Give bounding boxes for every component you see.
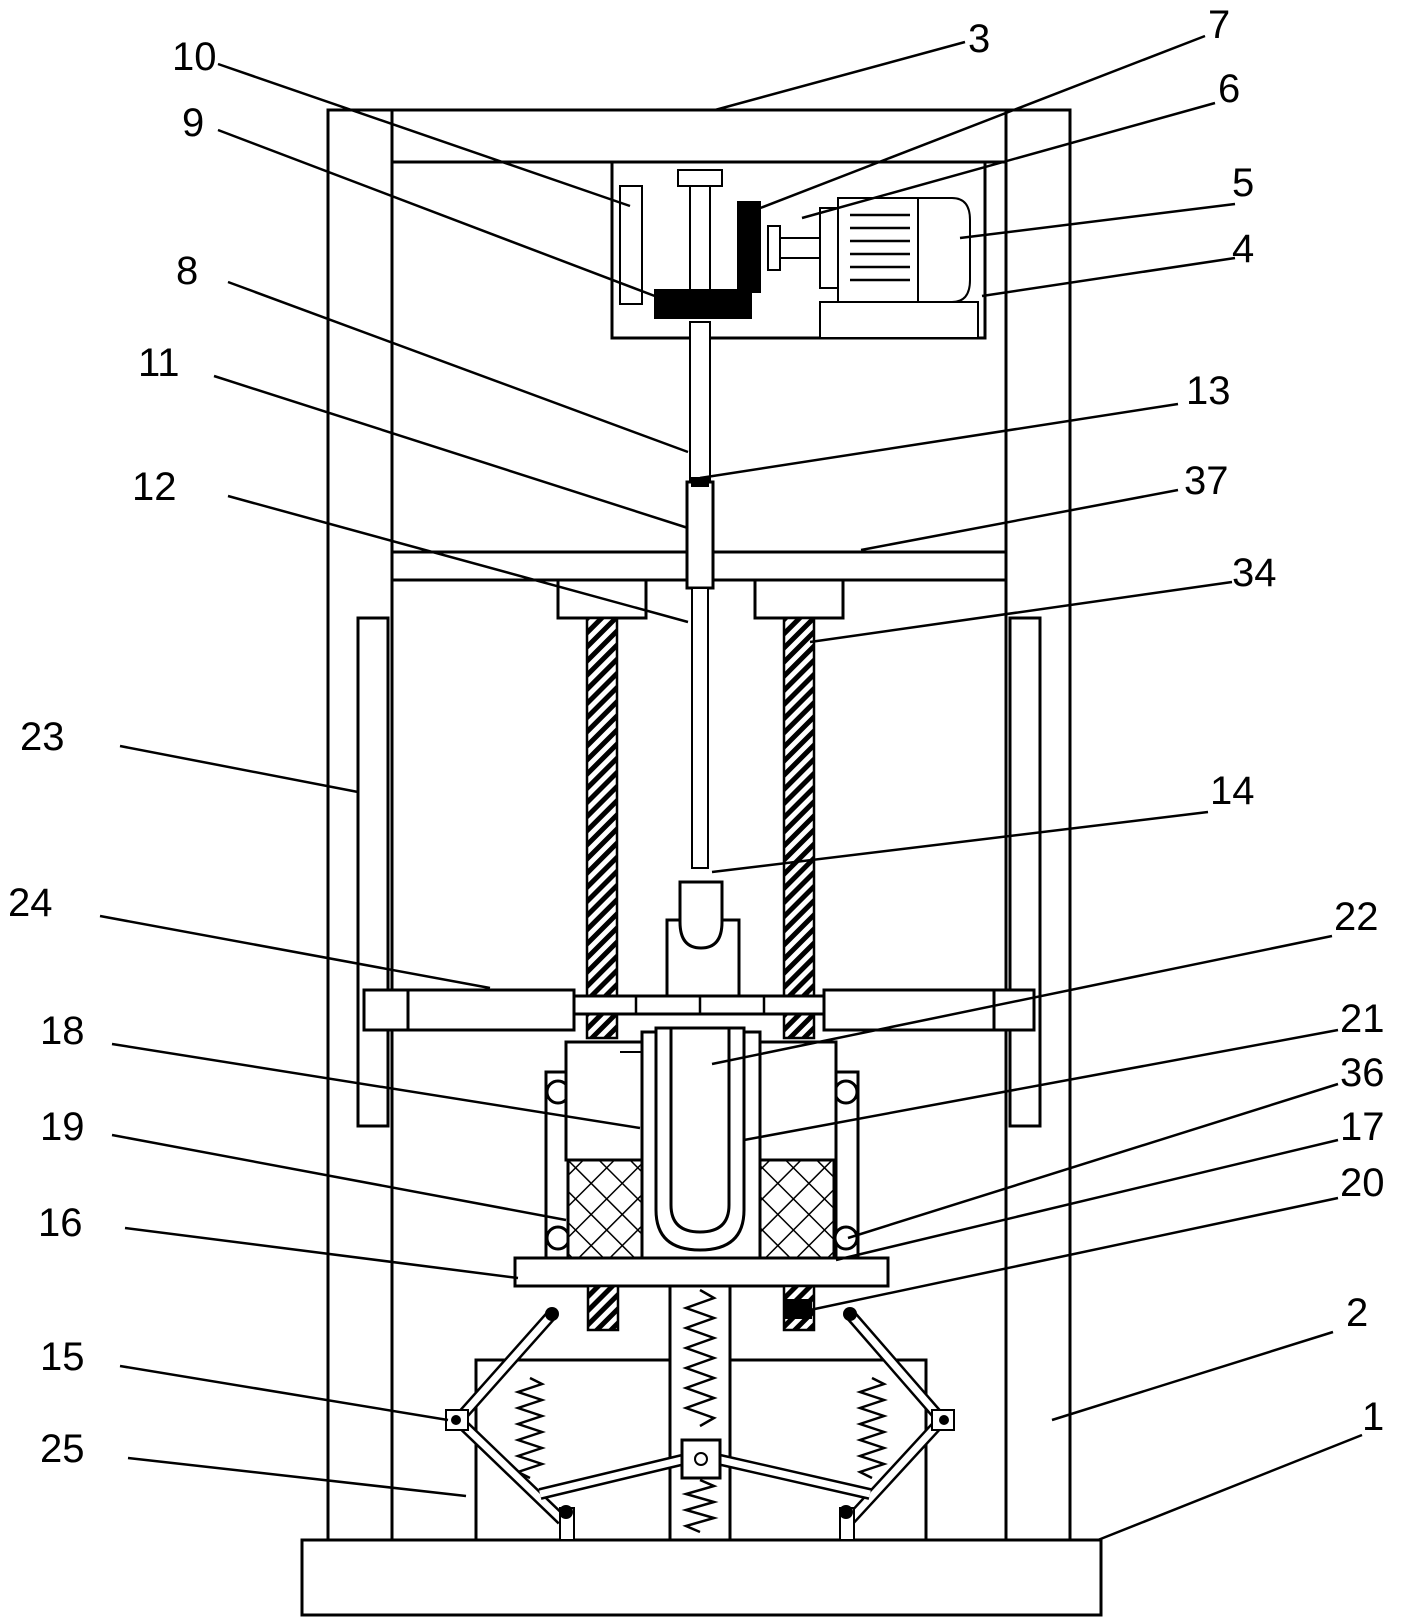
label-4: 4	[1232, 227, 1254, 271]
motor-shaft	[777, 237, 821, 259]
right-lead-screw	[782, 616, 816, 1040]
motor-base	[819, 301, 979, 339]
top-bearing	[677, 169, 723, 187]
left-roller-bottom	[545, 1225, 571, 1251]
label-3: 3	[968, 17, 990, 61]
label-10: 10	[172, 35, 217, 79]
label-17: 17	[1340, 1105, 1385, 1149]
right-clamp-block	[758, 1040, 838, 1162]
part-labels: 1 2 3 4 5 6 7 8 9 10 11 12 13 14 15 16 1…	[8, 3, 1385, 1471]
label-9: 9	[182, 101, 204, 145]
left-cushion	[566, 1158, 644, 1260]
clamp-base-plate	[513, 1256, 890, 1288]
label-5: 5	[1232, 161, 1254, 205]
label-6: 6	[1218, 67, 1240, 111]
label-2: 2	[1346, 1291, 1368, 1335]
label-16: 16	[38, 1201, 83, 1245]
label-19: 19	[40, 1105, 85, 1149]
motor-body	[837, 197, 919, 303]
right-screw-mount	[753, 578, 845, 620]
right-guide-rail	[1008, 616, 1042, 1128]
shaft-sleeve	[685, 480, 715, 590]
motor-flange	[819, 207, 839, 289]
label-21: 21	[1340, 997, 1385, 1041]
motor-endcap	[917, 197, 971, 303]
center-spring	[682, 1288, 718, 1428]
label-13: 13	[1186, 369, 1231, 413]
label-7: 7	[1208, 3, 1230, 47]
test-tube-inner	[669, 1026, 731, 1234]
bevel-gear-vertical	[737, 201, 761, 293]
label-18: 18	[40, 1009, 85, 1053]
right-linkage	[710, 1307, 955, 1541]
label-25: 25	[40, 1427, 85, 1471]
label-8: 8	[176, 249, 198, 293]
label-12: 12	[132, 465, 177, 509]
bevel-gear-horizontal	[654, 289, 752, 319]
label-15: 15	[40, 1335, 85, 1379]
left-guide-rail	[356, 616, 390, 1128]
sleeve-cap	[691, 477, 709, 487]
right-spring	[856, 1376, 888, 1480]
holder-cup	[678, 880, 724, 950]
bolt-20	[784, 1299, 812, 1319]
label-23: 23	[20, 715, 65, 759]
label-14: 14	[1210, 769, 1255, 813]
label-20: 20	[1340, 1161, 1385, 1205]
label-37: 37	[1184, 459, 1229, 503]
label-11: 11	[138, 341, 180, 385]
base-plate	[300, 1538, 1103, 1617]
label-24: 24	[8, 881, 53, 925]
label-22: 22	[1334, 895, 1379, 939]
center-spring-lower	[681, 1478, 719, 1534]
label-1: 1	[1362, 1395, 1384, 1439]
top-beam	[390, 108, 1008, 164]
left-linkage	[445, 1307, 692, 1541]
right-cushion	[758, 1158, 836, 1260]
right-roller-top	[833, 1079, 859, 1105]
bracket-10	[619, 185, 643, 305]
lower-rod	[691, 587, 709, 869]
motor-fins	[850, 213, 910, 282]
crossbeam-left	[362, 988, 410, 1032]
shaft-coupling	[767, 225, 781, 271]
left-clamp-block	[564, 1040, 644, 1162]
drive-shaft	[689, 321, 711, 483]
left-spring	[514, 1376, 546, 1480]
leader-lines	[99, 34, 1363, 1542]
right-roller-bottom	[833, 1225, 859, 1251]
left-lower-screw	[586, 1284, 620, 1332]
label-36: 36	[1340, 1051, 1385, 1095]
label-34: 34	[1232, 551, 1277, 595]
crossbeam-left-long	[406, 988, 576, 1032]
crossbeam-right	[992, 988, 1036, 1032]
left-lead-screw	[585, 616, 619, 1040]
drive-shaft-upper	[689, 185, 711, 291]
